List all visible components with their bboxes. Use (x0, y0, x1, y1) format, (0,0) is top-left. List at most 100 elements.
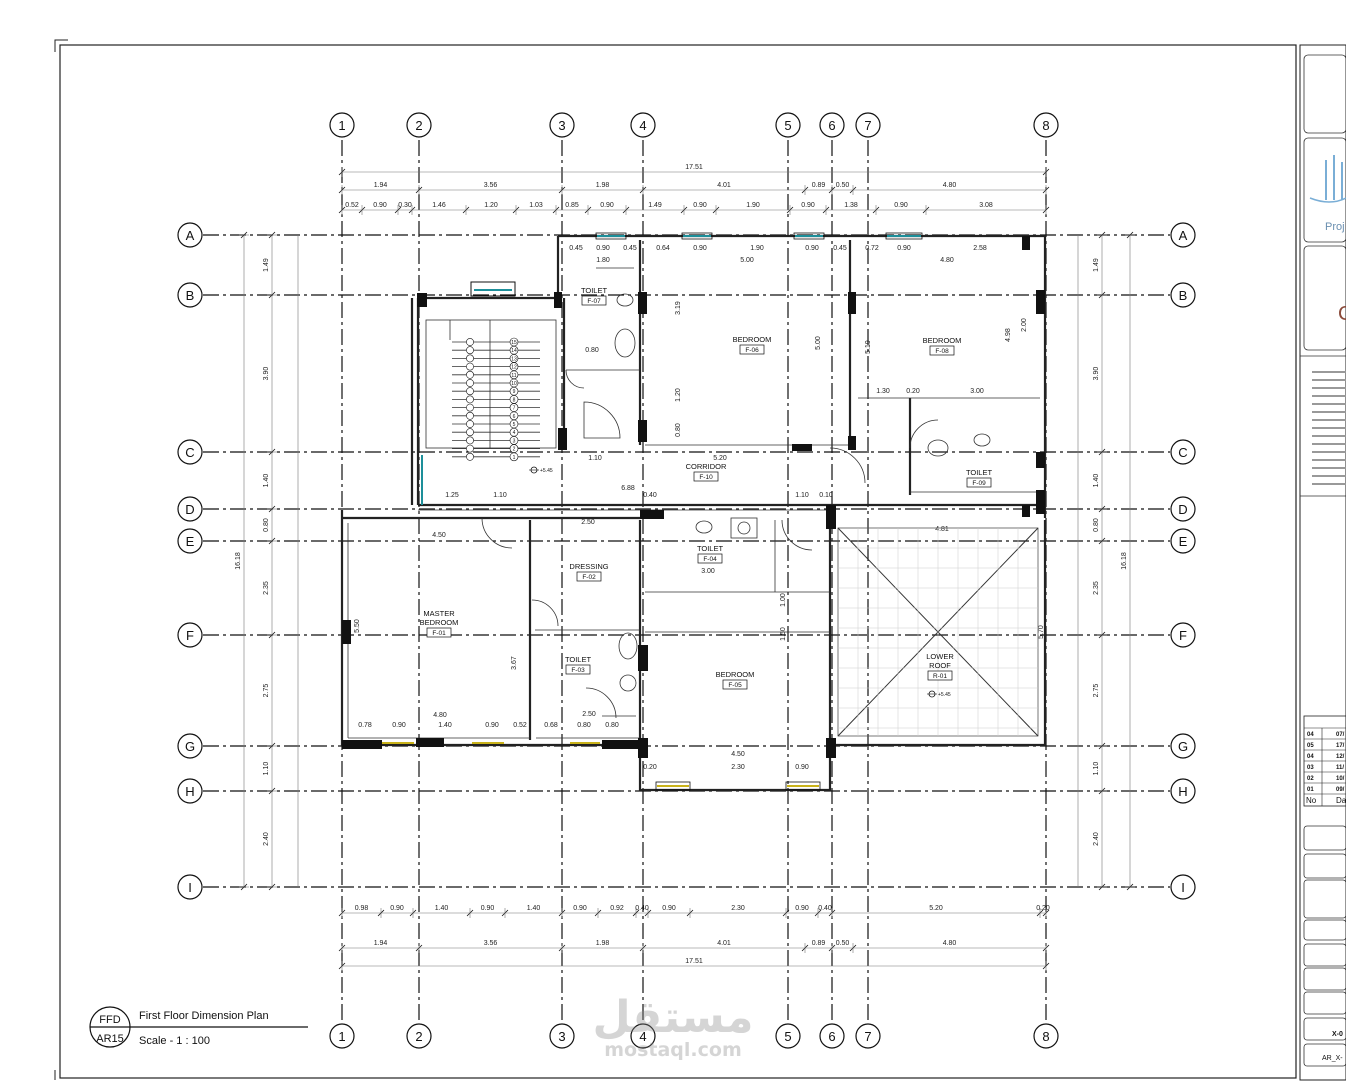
grid-bubble-row (1170, 496, 1196, 522)
interior-dim: 0.80 (585, 347, 599, 354)
left-chain-dim: 2.35 (263, 581, 270, 595)
overall-width-dim: 17.51 (685, 958, 703, 965)
interior-dim: 2.50 (581, 519, 595, 526)
grid-label-row: I (1181, 880, 1185, 895)
stair-step-number: 9 (513, 389, 516, 395)
stair-step-marker (466, 346, 474, 355)
interior-dim: 3.00 (701, 568, 715, 575)
grid-label-column: 6 (828, 1029, 835, 1044)
room-tag: F-03 (571, 667, 585, 674)
interior-dim: 5.20 (713, 455, 727, 462)
interior-dim: 0.20 (906, 388, 920, 395)
top-opening-dim: 1.20 (484, 202, 498, 209)
stair-step-marker (466, 420, 474, 428)
left-chain-dim: 3.90 (263, 367, 270, 381)
room-tag: F-06 (745, 347, 759, 354)
grid-label-row: B (186, 288, 195, 303)
interior-dim: 1.10 (493, 492, 507, 499)
windows (382, 232, 923, 791)
top-opening-dim: 3.08 (979, 202, 993, 209)
room-tag: F-09 (972, 480, 986, 487)
doors (481, 369, 939, 719)
room-tag-box (966, 477, 992, 488)
watermark-arabic: مستقل (593, 992, 754, 1043)
room-tag: F-01 (432, 630, 446, 637)
bottom-opening-dim: 5.20 (929, 905, 943, 912)
grid-label-row: C (185, 445, 194, 460)
fixtures (596, 267, 991, 717)
stair-step-number: 4 (513, 430, 516, 436)
interior-dim: 0.52 (513, 722, 527, 729)
grid-bubble-column (329, 1023, 355, 1049)
revision-number: 03 (1307, 765, 1314, 771)
bottom-chain-dim: 3.56 (484, 940, 498, 947)
revision-date: 09/ (1336, 787, 1345, 793)
right-chain-dim: 2.35 (1093, 581, 1100, 595)
room-tag: F-10 (699, 474, 713, 481)
drawing-scale: Scale - 1 : 100 (139, 1035, 210, 1047)
grid-bubble-row (177, 282, 203, 308)
interior-dim: 5.00 (815, 336, 822, 350)
room-tag: F-05 (728, 682, 742, 689)
room-name: MASTER (423, 609, 455, 618)
stair-step-number: 3 (513, 438, 516, 444)
grid-bubble-row (1170, 874, 1196, 900)
room-name: TOILET (565, 655, 592, 664)
grid-label-row: H (185, 784, 194, 799)
interior-dim: 1.30 (876, 388, 890, 395)
stair-step-number: 15 (511, 340, 517, 346)
left-total-dim: 16.18 (235, 552, 242, 570)
watermark-latin: mostaql.com (604, 1039, 742, 1061)
top-opening-dim: 0.85 (565, 202, 579, 209)
interior-dim: 0.20 (643, 764, 657, 771)
revision-header-no: No (1306, 796, 1317, 805)
interior-dim: 0.90 (596, 245, 610, 252)
room-name: BEDROOM (716, 670, 755, 679)
bottom-opening-dim: 0.98 (355, 905, 369, 912)
left-chain-dim: 1.40 (263, 474, 270, 488)
grid-label-column: 1 (338, 1029, 345, 1044)
bottom-opening-dim: 0.92 (610, 905, 624, 912)
interior-dim: 0.80 (577, 722, 591, 729)
stair-step-marker (466, 387, 474, 396)
room-tag: R-01 (933, 673, 947, 680)
top-opening-dim: 1.03 (529, 202, 543, 209)
stair-step-number: 13 (511, 356, 517, 362)
interior-dim: 1.40 (438, 722, 452, 729)
grid-bubble-row (1170, 439, 1196, 465)
grid-bubble-column (406, 112, 432, 138)
overall-width-dim: 17.51 (685, 164, 703, 171)
interior-dim: 4.50 (731, 751, 745, 758)
logo-mark (1309, 155, 1346, 203)
interior-dim: 4.50 (432, 532, 446, 539)
top-opening-dim: 0.90 (693, 202, 707, 209)
left-chain-dim: 1.10 (263, 762, 270, 776)
room-labels: TOILETF-07BEDROOMF-06BEDROOMF-08CORRIDOR… (420, 286, 992, 690)
top-opening-dim: 1.38 (844, 202, 858, 209)
revision-date: 07/ (1336, 732, 1345, 738)
grid-label-row: A (186, 228, 195, 243)
interior-dim: 5.00 (740, 257, 754, 264)
top-chain-dim: 3.56 (484, 182, 498, 189)
top-opening-dim: 0.90 (801, 202, 815, 209)
bottom-opening-dim: 1.40 (435, 905, 449, 912)
room-name: ROOF (929, 661, 951, 670)
room-tag-box (927, 670, 953, 681)
stair-step-number: 10 (511, 381, 517, 387)
interior-dim: 1.10 (795, 492, 809, 499)
right-chain-dim: 2.75 (1093, 684, 1100, 698)
notes-block (1312, 371, 1346, 485)
interior-dim: 4.81 (935, 526, 949, 533)
stair-step-marker (466, 379, 474, 387)
bottom-opening-dim: 1.40 (527, 905, 541, 912)
bottom-opening-dim: 0.90 (662, 905, 676, 912)
room-tag-box (565, 664, 591, 675)
room-tag-box (722, 679, 748, 690)
grid-label-row: F (186, 628, 194, 643)
interior-dim: 0.40 (643, 492, 657, 499)
